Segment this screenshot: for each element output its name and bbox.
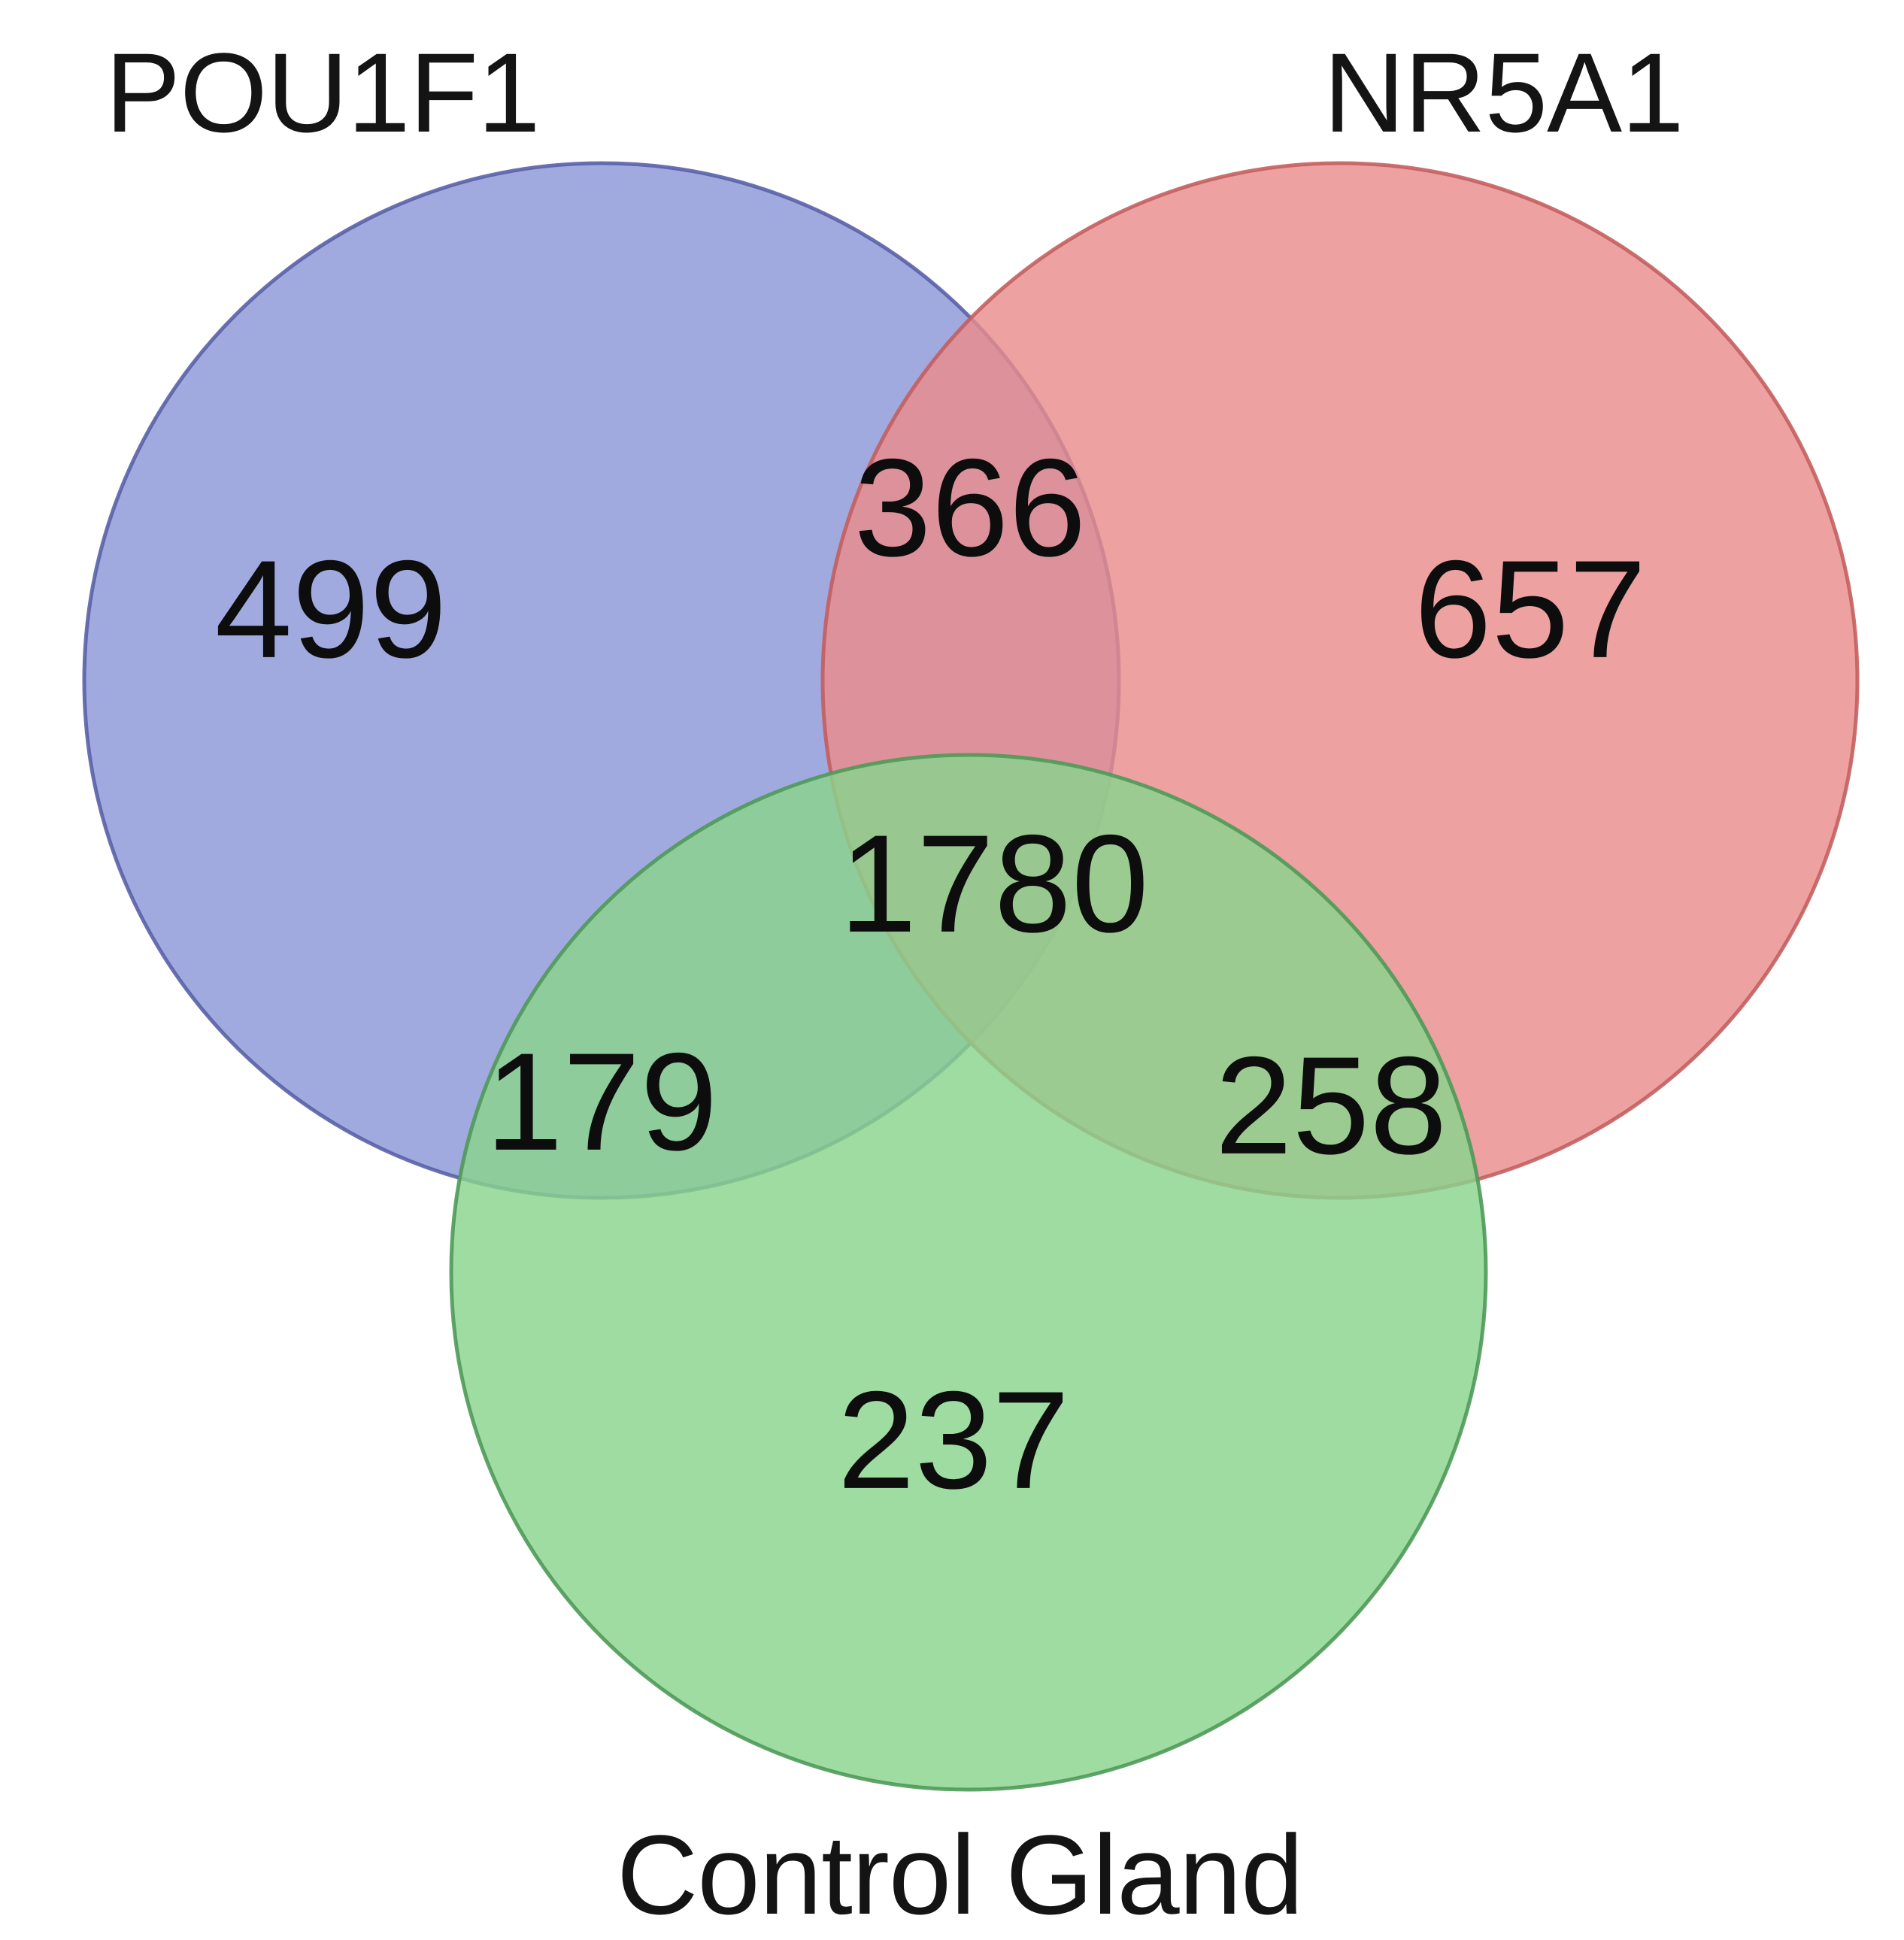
- region-count-nr5a1-control: 258: [1215, 1029, 1448, 1184]
- region-count-pou1f1-nr5a1: 366: [854, 431, 1087, 586]
- set-label-nr5a1: NR5A1: [1323, 29, 1684, 156]
- region-count-pou1f1-control: 179: [486, 1025, 718, 1180]
- set-label-pou1f1: POU1F1: [105, 29, 540, 156]
- venn-circle-group: [82, 161, 1860, 1792]
- region-count-triple-intersection: 1780: [839, 807, 1149, 962]
- venn-circle-control-gland[interactable]: [449, 753, 1488, 1792]
- region-count-control-only: 237: [838, 1363, 1070, 1518]
- region-count-pou1f1-only: 499: [215, 532, 447, 687]
- set-label-control-gland: Control Gland: [617, 1811, 1303, 1938]
- region-count-nr5a1-only: 657: [1414, 532, 1647, 687]
